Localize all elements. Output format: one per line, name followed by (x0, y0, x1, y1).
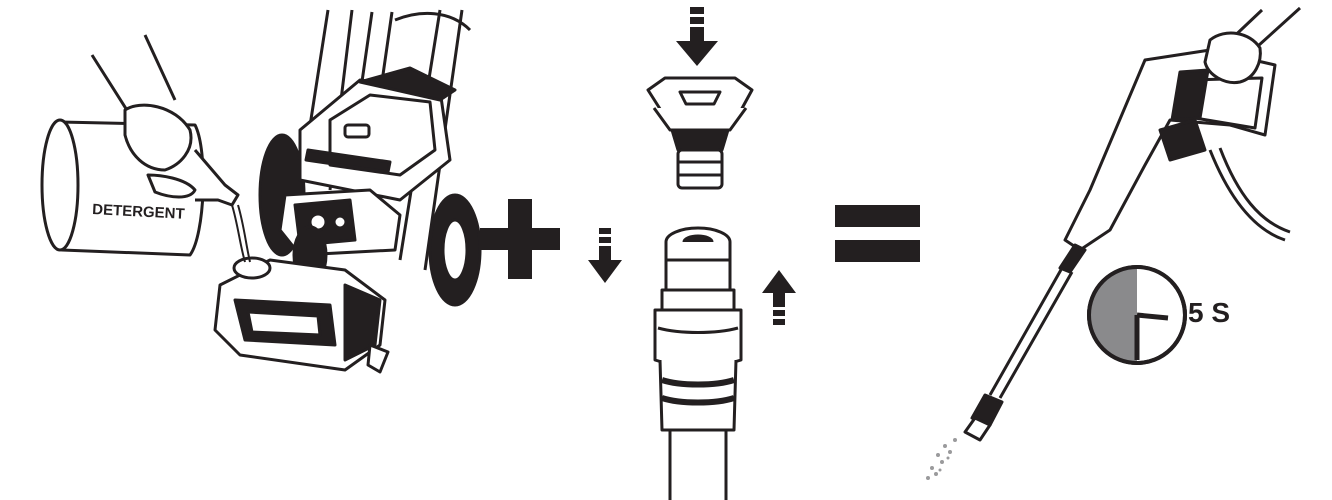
arrow-down-icon-left (588, 228, 622, 283)
arrow-up-icon (762, 270, 796, 325)
spray-wand-icon (963, 6, 1302, 442)
arrow-down-icon (676, 7, 718, 66)
step-1-fill-detergent: DETERGENT (40, 9, 482, 374)
timer-icon (1087, 265, 1187, 365)
soap-nozzle-icon (646, 76, 754, 190)
equals-icon (835, 205, 920, 262)
quick-connect-coupler-icon (653, 226, 743, 500)
spray-mist-icon (926, 438, 957, 480)
pressure-washer-icon (213, 9, 482, 374)
detergent-label: DETERGENT (92, 201, 185, 223)
timer-label: 5 S (1188, 297, 1230, 328)
detergent-jug-icon (40, 34, 251, 263)
step-3-spray-for-5-seconds: 5 S (926, 6, 1302, 480)
plus-icon (480, 199, 560, 279)
step-2-attach-soap-nozzle (588, 7, 796, 500)
